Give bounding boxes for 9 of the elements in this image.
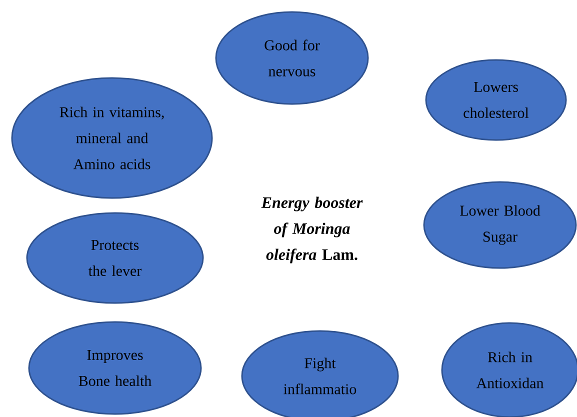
ellipse-node: Fight inflammatio <box>241 330 399 417</box>
title-text: Energy booster of Moringa oleifera Lam. <box>261 196 363 264</box>
ellipse-node: Lower Blood Sugar <box>423 181 577 269</box>
ellipse-node: Rich in vitamins, mineral and Amino acids <box>11 77 213 199</box>
ellipse-node: Lowers cholesterol <box>425 59 567 141</box>
ellipse-node: Good for nervous <box>215 11 369 105</box>
ellipse-node: Improves Bone health <box>28 321 202 415</box>
ellipse-node: Protects the lever <box>26 212 204 304</box>
ellipse-node: Rich in Antioxidan <box>441 322 577 417</box>
